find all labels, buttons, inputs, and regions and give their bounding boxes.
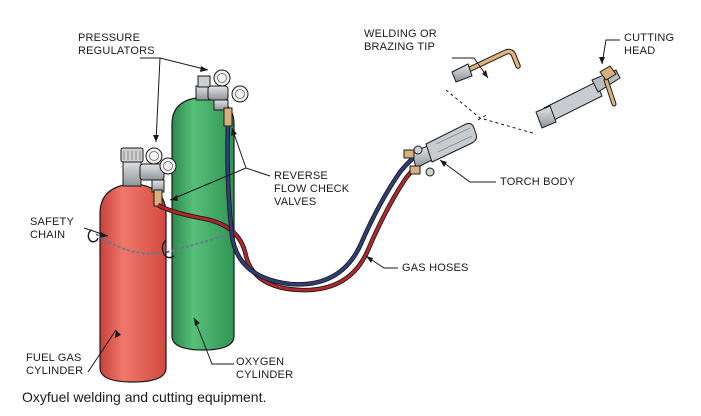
label-line: GAS HOSES xyxy=(402,262,469,274)
oxygen-regulator xyxy=(207,69,249,127)
arrowheads xyxy=(100,57,605,338)
fuel-regulator xyxy=(139,147,177,207)
label-line: CYLINDER xyxy=(236,369,294,381)
leader-lines xyxy=(83,39,620,373)
label-cutting-head: CUTTING HEAD xyxy=(624,32,674,58)
label-line: FUEL GAS xyxy=(26,352,82,364)
label-line: BRAZING TIP xyxy=(364,41,436,53)
connection-guides xyxy=(445,89,537,135)
label-pressure-regulators: PRESSURE REGULATORS xyxy=(78,32,155,58)
figure-caption: Oxyfuel welding and cutting equipment. xyxy=(22,389,267,405)
label-line: CUTTING xyxy=(624,32,675,44)
label-line: CYLINDER xyxy=(26,365,84,377)
label-line: FLOW CHECK xyxy=(274,183,350,195)
cutting-head xyxy=(535,65,621,129)
label-line: TORCH BODY xyxy=(500,176,576,188)
label-line: CHAIN xyxy=(30,229,66,241)
gas-hoses xyxy=(156,125,422,293)
label-line: REGULATORS xyxy=(78,45,155,57)
label-fuel-gas-cylinder: FUEL GAS CYLINDER xyxy=(26,352,83,378)
label-oxygen-cylinder: OXYGEN CYLINDER xyxy=(236,356,293,382)
label-line: PRESSURE xyxy=(78,32,141,44)
label-torch-body: TORCH BODY xyxy=(500,176,575,189)
label-reverse-flow-check-valves: REVERSE FLOW CHECK VALVES xyxy=(274,170,349,209)
label-line: VALVES xyxy=(274,196,317,208)
welding-tip xyxy=(451,48,521,83)
label-line: HEAD xyxy=(624,45,656,57)
label-welding-tip: WELDING OR BRAZING TIP xyxy=(364,28,437,54)
label-line: OXYGEN xyxy=(236,356,285,368)
torch-body xyxy=(403,123,477,177)
label-gas-hoses: GAS HOSES xyxy=(402,262,469,275)
label-safety-chain: SAFETY CHAIN xyxy=(30,216,74,242)
label-line: SAFETY xyxy=(30,216,74,228)
label-line: REVERSE xyxy=(274,170,328,182)
label-line: WELDING OR xyxy=(364,28,437,40)
